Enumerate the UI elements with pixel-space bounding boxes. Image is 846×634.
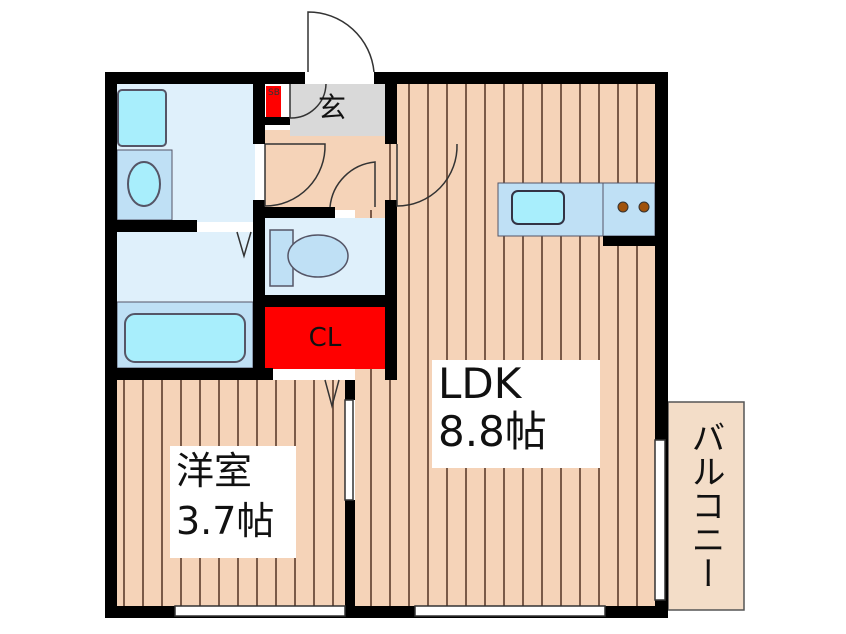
ldk-size: 8.8帖 (438, 407, 547, 456)
washing-machine-icon (127, 161, 161, 207)
closet (265, 307, 387, 369)
toilet-door (329, 161, 376, 208)
washbasin-icon (117, 89, 167, 147)
balcony (667, 401, 745, 611)
front-door (307, 11, 375, 73)
western-room-name: 洋室 (176, 449, 253, 493)
western-room-size: 3.7帖 (176, 499, 275, 543)
hallway (265, 130, 387, 210)
balcony-window (654, 439, 666, 601)
ldk-floor (355, 84, 655, 606)
ldk-window (414, 605, 606, 617)
bathtub-icon (124, 313, 246, 363)
western-room-window (174, 605, 346, 617)
shoebox-text: SB (268, 88, 280, 98)
bath-door (236, 231, 252, 259)
washroom-door (264, 143, 326, 207)
balcony-label: バルコニー (685, 420, 725, 590)
shoebox (266, 86, 281, 117)
ldk-door (396, 143, 458, 207)
kitchen-wall (603, 236, 655, 246)
doors (174, 11, 666, 617)
ldk-name: LDK (438, 359, 522, 408)
sink-icon (511, 190, 565, 225)
closet-door (324, 379, 340, 409)
sliding-door (344, 399, 354, 501)
toilet-icon (287, 234, 349, 278)
stove-burner-icon (617, 201, 629, 213)
entrance-label: 玄 (318, 91, 347, 124)
closet-label: CL (308, 323, 342, 353)
western-room-label: 洋室 3.7帖 (170, 446, 296, 558)
shoebox-label: SB (268, 88, 280, 99)
ldk-label: LDK 8.8帖 (432, 360, 600, 468)
stove-burner-icon (638, 201, 650, 213)
shoebox-door (289, 83, 327, 119)
entrance (290, 84, 385, 136)
